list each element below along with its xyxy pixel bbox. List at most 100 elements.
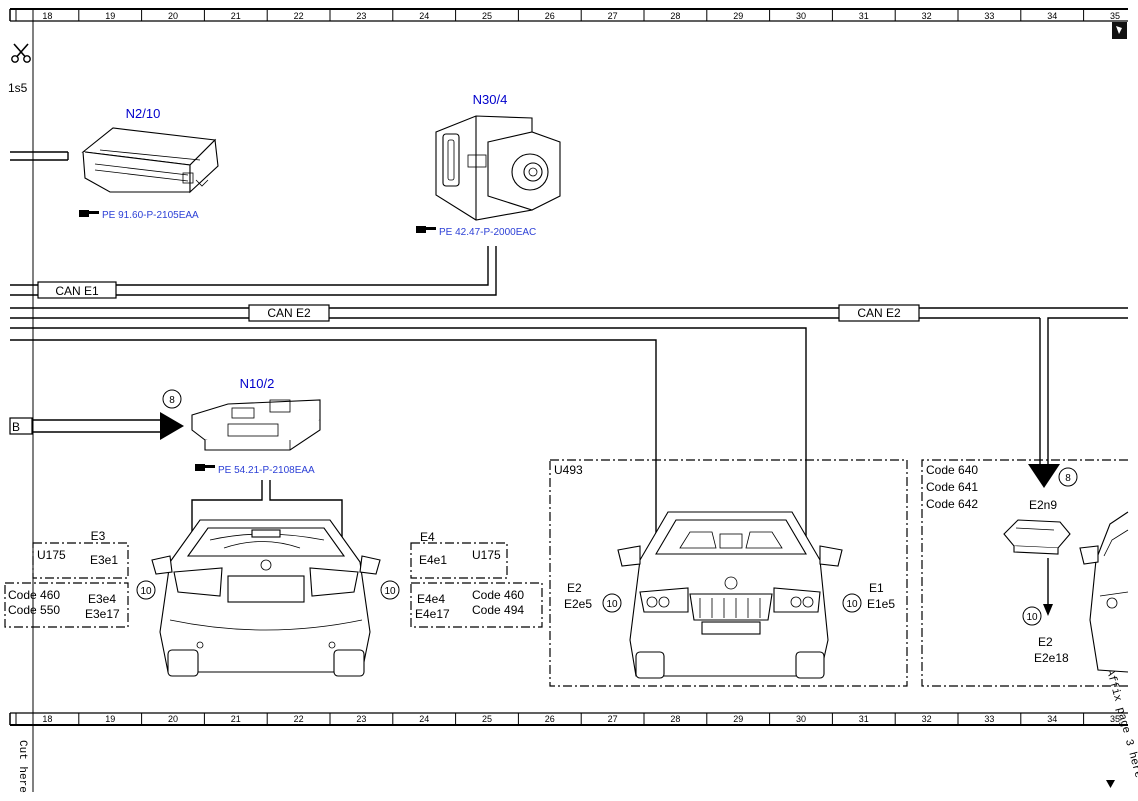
n2-10-ref: PE 91.60-P-2105EAA <box>102 210 199 221</box>
codes-box-out-item: E2e18 <box>1034 651 1069 665</box>
bottom-ruler-column-number: 25 <box>482 714 492 724</box>
codes-box <box>921 459 1128 687</box>
n2-10-module <box>81 127 219 194</box>
hand-pointer-icon <box>195 464 215 471</box>
n30-4-title: N30/4 <box>473 92 508 107</box>
bottom-ruler-column-number: 20 <box>168 714 178 724</box>
bottom-ruler-column-number: 28 <box>670 714 680 724</box>
top-ruler-column-number: 19 <box>105 11 115 21</box>
codes-box-out-group: E2 <box>1038 635 1053 649</box>
rear-left-e3e17: E3e17 <box>85 607 120 621</box>
arrow-down-icon <box>1106 780 1115 788</box>
rear-right-badge: 10 <box>384 586 396 597</box>
top-ruler-column-number: 33 <box>984 11 994 21</box>
bottom-ruler-column-number: 31 <box>859 714 869 724</box>
rear-right-e4e4: E4e4 <box>417 592 445 606</box>
top-ruler-column-number: 18 <box>42 11 52 21</box>
top-ruler-column-number: 22 <box>294 11 304 21</box>
partial-car-illustration <box>1079 511 1129 673</box>
page-corner-icon <box>1112 22 1127 39</box>
top-ruler-column-number: 21 <box>231 11 241 21</box>
n30-4-module <box>435 115 561 221</box>
top-ruler-column-number: 29 <box>733 11 743 21</box>
bottom-ruler-column-number: 30 <box>796 714 806 724</box>
codes-box-code-640: Code 640 <box>926 463 978 477</box>
bottom-ruler-column-number: 35 <box>1110 714 1120 724</box>
codes-box-code-641: Code 641 <box>926 480 978 494</box>
n10-2-ref: PE 54.21-P-2108EAA <box>218 465 315 476</box>
front-right-badge: 10 <box>846 599 858 610</box>
cut-here-text: Cut here <box>16 740 28 793</box>
top-ruler-column-number: 25 <box>482 11 492 21</box>
section-label: 1s5 <box>8 81 28 95</box>
e2n9-title: E2n9 <box>1029 498 1057 512</box>
n10-2-module <box>191 399 321 451</box>
rear-left-code-460: Code 460 <box>8 588 60 602</box>
bottom-ruler-column-number: 19 <box>105 714 115 724</box>
bottom-ruler-column-number: 24 <box>419 714 429 724</box>
front-right-item: E1e5 <box>867 597 895 611</box>
bottom-ruler-column-number: 33 <box>984 714 994 724</box>
top-ruler-column-number: 20 <box>168 11 178 21</box>
n10-2-title: N10/2 <box>240 376 275 391</box>
front-left-group: E2 <box>567 581 582 595</box>
rear-right-group: E4 <box>420 530 435 544</box>
bottom-ruler-column-number: 26 <box>545 714 555 724</box>
bottom-ruler-column-number: 27 <box>608 714 618 724</box>
top-ruler-column-number: 34 <box>1047 11 1057 21</box>
rear-left-badge: 10 <box>140 586 152 597</box>
codes-box-code-642: Code 642 <box>926 497 978 511</box>
bottom-ruler-column-number: 32 <box>922 714 932 724</box>
can-e1-label: CAN E1 <box>55 284 99 298</box>
rear-car-illustration <box>151 519 381 677</box>
rear-left-item: E3e1 <box>90 553 118 567</box>
bottom-ruler-column-number: 23 <box>356 714 366 724</box>
top-ruler-column-number: 35 <box>1110 11 1120 21</box>
bottom-ruler-column-number: 29 <box>733 714 743 724</box>
rear-right-item: E4e1 <box>419 553 447 567</box>
front-left-badge: 10 <box>606 599 618 610</box>
front-box-code: U493 <box>554 463 583 477</box>
bottom-ruler-column-number: 18 <box>42 714 52 724</box>
rear-right-code-494: Code 494 <box>472 603 524 617</box>
b-label: B <box>12 420 20 434</box>
n10-2-badge: 8 <box>169 395 175 406</box>
hand-pointer-icon <box>416 226 436 233</box>
rear-left-group: E3 <box>91 529 106 543</box>
top-ruler-column-number: 32 <box>922 11 932 21</box>
can-e2-left-label: CAN E2 <box>267 306 311 320</box>
e2n9-module <box>1003 519 1071 555</box>
rear-right-code: U175 <box>472 548 501 562</box>
scissors-icon <box>11 43 31 63</box>
front-left-item: E2e5 <box>564 597 592 611</box>
bottom-ruler: 18 19 20 21 22 23 24 25 26 27 28 29 30 31 32 33 34 35 <box>9 712 1128 726</box>
rear-right-code-460: Code 460 <box>472 588 524 602</box>
top-ruler-column-number: 31 <box>859 11 869 21</box>
top-ruler-column-number: 24 <box>419 11 429 21</box>
rear-left-code: U175 <box>37 548 66 562</box>
top-ruler-column-number: 30 <box>796 11 806 21</box>
n2-10-title: N2/10 <box>126 106 161 121</box>
front-car-illustration <box>617 511 843 679</box>
top-ruler-column-number: 27 <box>608 11 618 21</box>
rear-left-e3e4: E3e4 <box>88 592 116 606</box>
top-ruler-column-number: 28 <box>670 11 680 21</box>
hand-pointer-icon <box>79 210 99 217</box>
rear-right-e4e17: E4e17 <box>415 607 450 621</box>
bus-arrow-e2n9 <box>1028 464 1060 488</box>
codes-box-out-badge: 10 <box>1026 612 1038 623</box>
e2n9-badge: 8 <box>1065 473 1071 484</box>
affix-page-text: Affix page 3 here <box>1103 668 1138 780</box>
top-ruler-column-number: 23 <box>356 11 366 21</box>
top-ruler: 18 19 20 21 22 23 24 25 26 27 28 29 30 31 32 33 34 35 <box>9 8 1128 22</box>
bottom-ruler-column-number: 22 <box>294 714 304 724</box>
top-ruler-column-number: 26 <box>545 11 555 21</box>
bottom-ruler-column-number: 34 <box>1047 714 1057 724</box>
bottom-ruler-column-number: 21 <box>231 714 241 724</box>
rear-left-code-550: Code 550 <box>8 603 60 617</box>
can-e2-right-label: CAN E2 <box>857 306 901 320</box>
n30-4-ref: PE 42.47-P-2000EAC <box>439 227 536 238</box>
u493-box <box>549 459 908 687</box>
front-right-group: E1 <box>869 581 884 595</box>
